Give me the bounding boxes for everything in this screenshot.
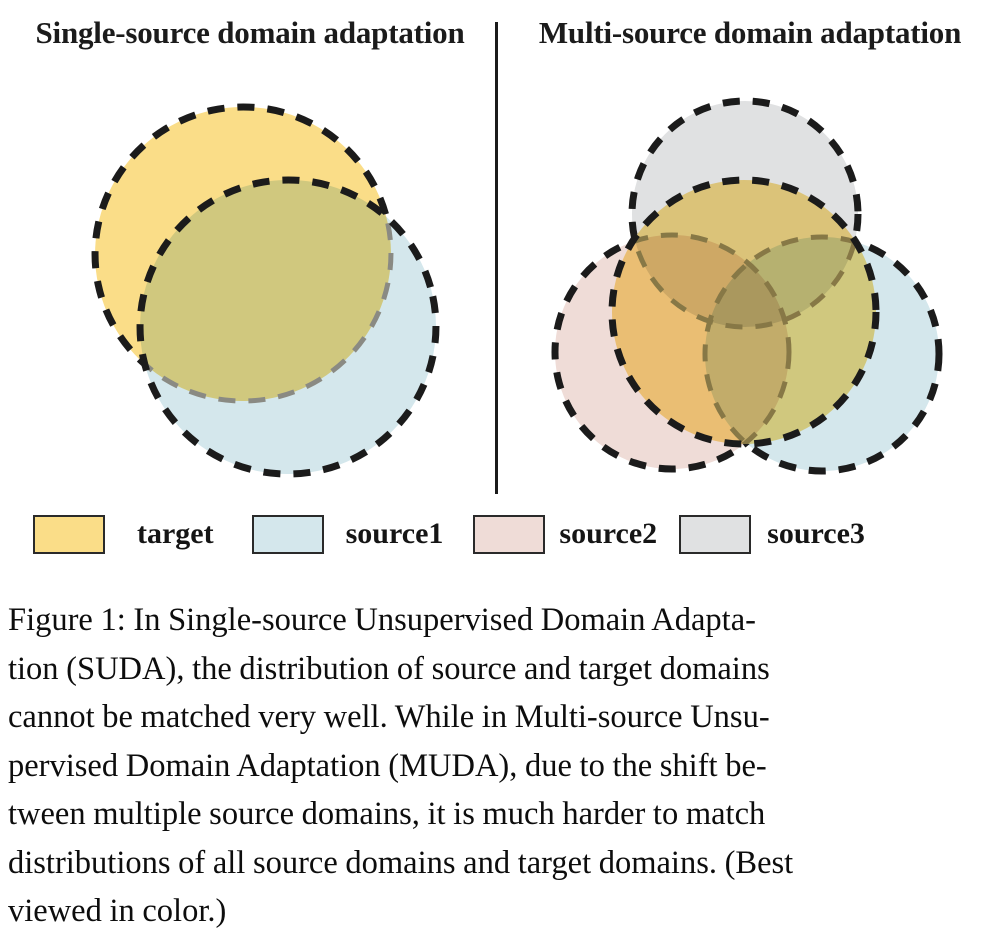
legend-swatch-source1 [251, 514, 324, 554]
legend-swatch-target [33, 514, 105, 554]
venn-diagram-multi-source [551, 97, 943, 475]
caption-line: Figure 1: In Single-source Unsupervised … [8, 602, 756, 638]
legend-swatch-source3 [679, 514, 752, 554]
legend-label-source2: source2 [559, 517, 658, 550]
legend-entry-target[interactable]: target [33, 514, 214, 554]
venn-diagram-single-source [91, 103, 440, 478]
venn-right-target-fill [612, 180, 876, 444]
legend-swatch-source2 [473, 514, 546, 554]
panel-title-multi-source: Multi-source domain adaptation [538, 15, 962, 50]
legend: target source1 source2 source3 [0, 505, 1002, 563]
legend-label-source3: source3 [767, 517, 865, 550]
venn-left-source1-outline [136, 176, 440, 478]
panel-divider [495, 22, 498, 494]
caption-line: pervised Domain Adaptation (MUDA), due t… [8, 747, 767, 784]
caption-line: viewed in color.) [8, 893, 227, 929]
caption-line: tion (SUDA), the distribution of source … [8, 650, 770, 687]
panel-title-single-source: Single-source domain adaptation [35, 15, 465, 50]
legend-entry-source3[interactable]: source3 [679, 514, 865, 554]
venn-left-source1-fill [140, 179, 436, 475]
legend-label-source1: source1 [345, 517, 444, 550]
caption-line: distributions of all source domains and … [8, 844, 794, 881]
caption-line: cannot be matched very well. While in Mu… [8, 699, 770, 735]
venn-right-source3-outline [628, 97, 862, 331]
legend-label-target: target [137, 517, 214, 550]
figure-caption: Figure 1: In Single-source Unsupervised … [8, 596, 996, 936]
venn-right-target-outline [608, 176, 880, 448]
legend-entry-source1[interactable]: source1 [251, 514, 444, 554]
caption-line: tween multiple source domains, it is muc… [8, 796, 766, 832]
legend-entry-source2[interactable]: source2 [473, 514, 658, 554]
